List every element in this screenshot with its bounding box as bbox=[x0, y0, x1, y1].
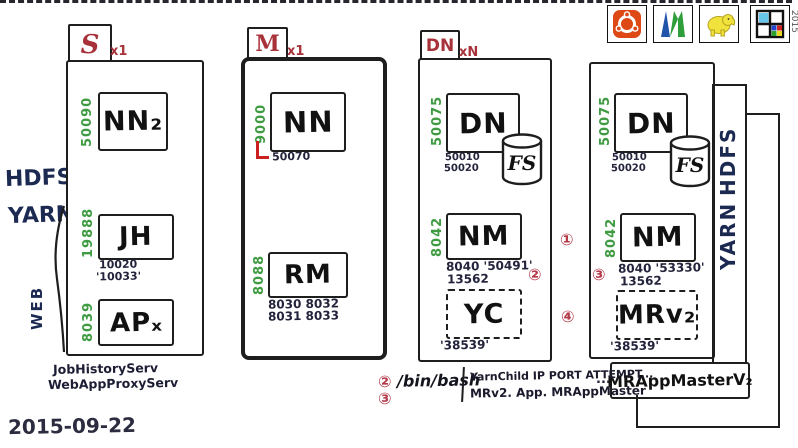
footnote-jobhistoryserv: JobHistoryServ bbox=[52, 360, 159, 377]
annotation-marker-3: ③ bbox=[378, 389, 392, 408]
left-web-label: WEB bbox=[28, 285, 46, 330]
dn2-web-port: 50075 bbox=[598, 95, 613, 146]
jobhistory-box: JH bbox=[98, 214, 174, 260]
date-label: 2015-09-22 bbox=[7, 412, 137, 440]
bin-bash-annotation: /bin/bash bbox=[396, 370, 481, 391]
dn2-nm-ports-2: 13562 bbox=[619, 273, 662, 289]
resourcemanager-label: RM bbox=[283, 259, 333, 291]
connector-bottom-line bbox=[636, 426, 780, 428]
rm-ports-2: 8031 8033 bbox=[267, 308, 340, 324]
resourcemanager-box: RM bbox=[268, 252, 348, 298]
mrv2-port: '38539' bbox=[609, 338, 660, 354]
annotation-marker-2: ② bbox=[378, 372, 392, 391]
nn-rpc-port: 9000 bbox=[254, 103, 269, 144]
marker-2: ② bbox=[528, 265, 542, 284]
dn1-filesystem-cylinder: FS bbox=[500, 132, 544, 186]
webappproxy-box: APₓ bbox=[98, 299, 174, 346]
m-column-tab: M bbox=[247, 27, 288, 61]
right-hdfs-label: HDFS bbox=[716, 126, 740, 196]
m-tab-label: M bbox=[255, 31, 280, 57]
maven-logo-icon bbox=[653, 5, 693, 43]
dn2-nm-web-port: 8042 bbox=[604, 217, 619, 258]
ubuntu-logo-icon bbox=[607, 5, 647, 43]
marker-4: ④ bbox=[561, 307, 575, 326]
s-tab-label: S bbox=[80, 29, 100, 60]
dn1-column-tab: DN bbox=[420, 30, 460, 62]
dn1-tab-label: DN bbox=[425, 36, 455, 56]
right-bracket-inner-right-line bbox=[745, 84, 747, 363]
dn1-multiplicity: xN bbox=[459, 45, 479, 60]
jh-web-port: 19888 bbox=[81, 207, 96, 258]
marker-3: ③ bbox=[592, 265, 606, 284]
right-bracket-outer-right-line bbox=[778, 113, 780, 427]
yarnchild-box: YC bbox=[446, 289, 522, 339]
dn1-nodemanager-box: NM bbox=[446, 213, 522, 260]
nn-web-port: 50070 bbox=[271, 149, 311, 164]
dn1-nodemanager-label: NM bbox=[457, 220, 511, 253]
red-l-mark-icon bbox=[256, 141, 269, 159]
connector-down-line bbox=[636, 395, 638, 428]
mrv2-appmaster-label: MRv₂ bbox=[617, 299, 697, 331]
web-scope-brace bbox=[50, 204, 66, 354]
mrv2-appmaster-box: MRv₂ bbox=[616, 290, 698, 340]
right-bracket-outer-top-line bbox=[745, 113, 780, 115]
right-yarn-label: YARN bbox=[716, 201, 740, 270]
yarnchild-label: YC bbox=[463, 298, 505, 330]
svg-text:FS: FS bbox=[507, 151, 537, 175]
svg-text:FS: FS bbox=[675, 153, 705, 177]
mrapp-ellipsis: ... bbox=[596, 372, 611, 387]
dn2-port-2: 50020 bbox=[610, 162, 646, 175]
mrappmasterv2-box: MRAppMasterV₂ bbox=[607, 362, 753, 399]
ap-web-port: 8039 bbox=[81, 301, 96, 342]
dn2-nodemanager-box: NM bbox=[620, 213, 696, 262]
dn2-filesystem-cylinder: FS bbox=[668, 134, 712, 188]
s-column-tab: S bbox=[68, 24, 112, 65]
webappproxy-label: APₓ bbox=[109, 307, 163, 338]
dn1-port-1: 50010 bbox=[444, 151, 480, 164]
right-bracket-inner-left-line bbox=[712, 84, 714, 362]
dn2-nodemanager-label: NM bbox=[631, 221, 685, 254]
jh-port-2: '10033' bbox=[95, 269, 142, 284]
hdfs-yarn-separator-line bbox=[0, 0, 792, 3]
left-hdfs-label: HDFS bbox=[4, 164, 73, 193]
jobhistory-label: JH bbox=[119, 221, 153, 253]
dn1-web-port: 50075 bbox=[430, 95, 445, 146]
dn1-port-2: 50020 bbox=[443, 162, 479, 175]
colored-grid-icon bbox=[750, 5, 790, 43]
namenode-label: NN bbox=[282, 104, 334, 140]
corner-year-label: 2015 bbox=[789, 10, 798, 33]
rm-web-port: 8088 bbox=[252, 254, 267, 295]
secondary-namenode-box: NN₂ bbox=[98, 92, 168, 151]
dn1-nm-ports-2: 13562 bbox=[446, 271, 489, 287]
snn-web-port: 50090 bbox=[80, 96, 95, 147]
yc-port: '38539' bbox=[439, 337, 490, 353]
namenode-box: NN bbox=[270, 92, 346, 152]
dn2-port-1: 50010 bbox=[611, 151, 647, 164]
s-multiplicity: x1 bbox=[110, 44, 128, 59]
secondary-namenode-label: NN₂ bbox=[102, 105, 164, 138]
footnote-webappproxyserv: WebAppProxyServ bbox=[47, 374, 179, 393]
right-bracket-inner-top-line bbox=[712, 84, 747, 86]
marker-1: ① bbox=[560, 230, 574, 249]
dn1-nm-web-port: 8042 bbox=[430, 216, 445, 257]
m-multiplicity: x1 bbox=[287, 44, 305, 59]
hadoop-elephant-icon bbox=[699, 5, 739, 43]
